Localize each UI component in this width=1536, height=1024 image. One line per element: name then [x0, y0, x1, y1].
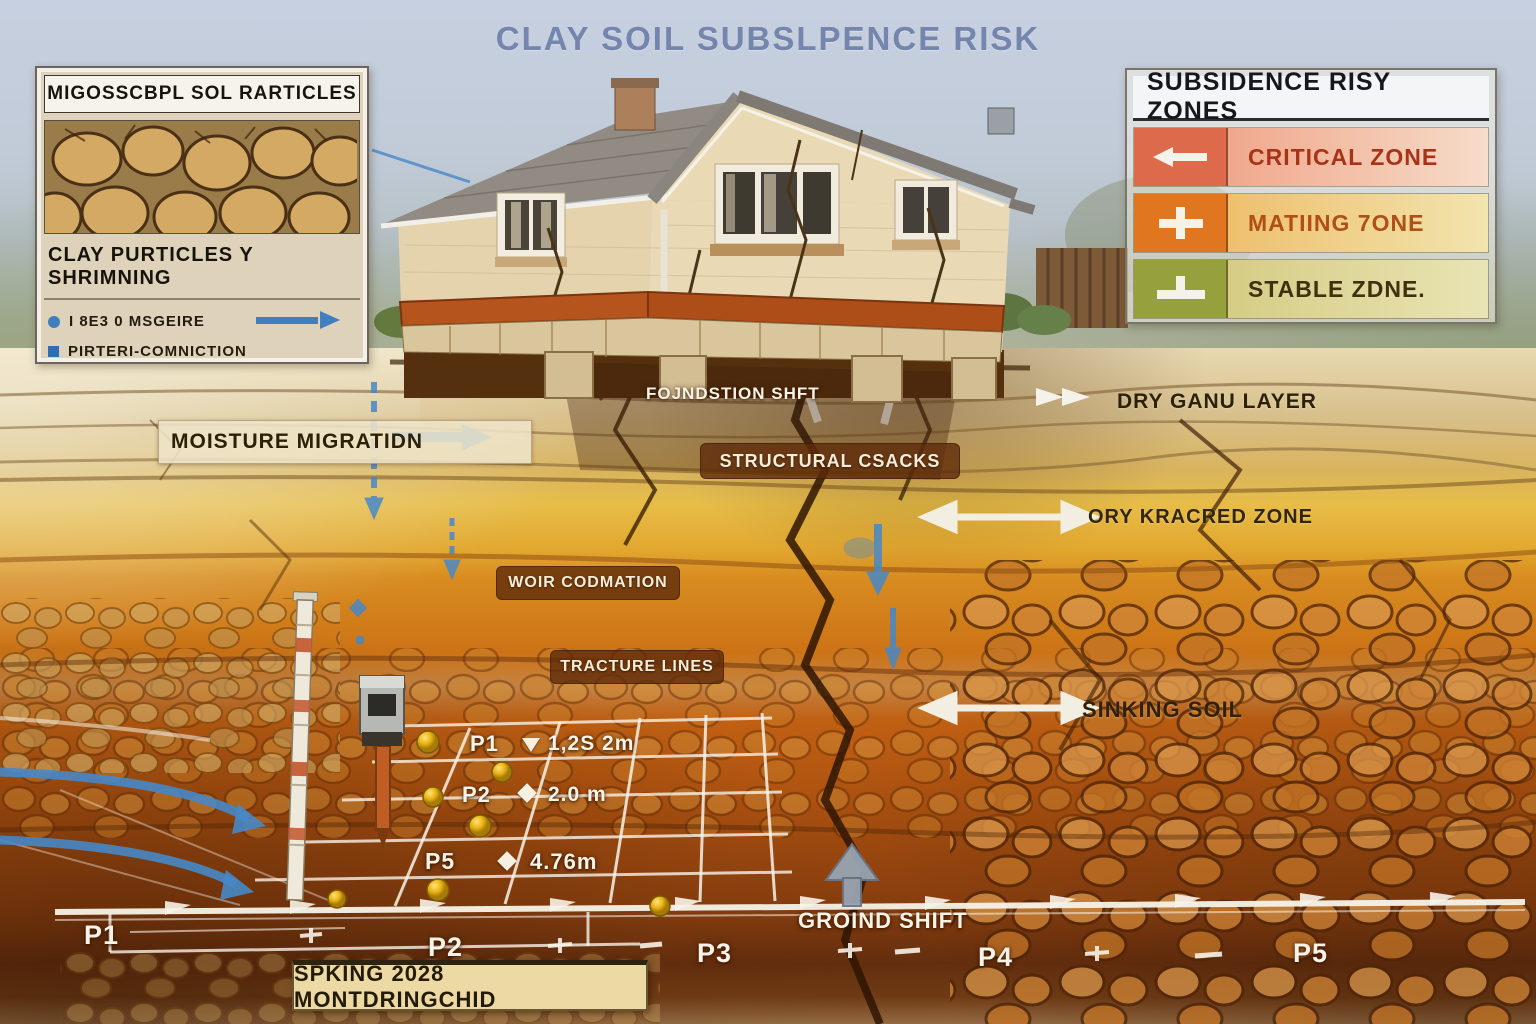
axis-label-p5: P5: [1293, 938, 1329, 968]
point-p2-id: P2: [462, 782, 491, 807]
house-windows: [495, 163, 960, 267]
blue-right-arrow-icon: [256, 311, 340, 329]
moisture-migration-strip: MOISTURE MIGRATIDN: [158, 420, 532, 464]
legend-label: CRITICAL ZONE: [1228, 128, 1488, 186]
axis-label-p1: P1: [84, 920, 120, 950]
dry-cracked-zone-label: ORY KRACRED ZONE: [1088, 506, 1313, 528]
blue-dot-icon: [48, 315, 60, 328]
axis-label-p3: P3: [697, 938, 733, 968]
clay-shrinking-heading: CLAY PURTICLES Y SHRIMNING: [44, 240, 360, 300]
point-p2-value: 2.0 m: [548, 783, 607, 806]
particles-panel-notes: CLAY PURTICLES Y SHRIMNING I 8E3 0 MSGEI…: [44, 240, 360, 360]
monitoring-grid-sign: SPKING 2028 MONTDRINGCHID: [292, 960, 648, 1012]
bullet-particle-compaction: PIRTERI-COMNICTION: [48, 343, 358, 360]
risk-zones-legend: SUBSIDENCE RISY ZONES CRITICAL ZONE MATI…: [1125, 68, 1497, 324]
legend-row-stable: STABLE ZDNE.: [1133, 259, 1489, 319]
point-p5-id: P5: [425, 848, 456, 874]
critical-swatch: [1134, 128, 1228, 186]
legend-row-critical: CRITICAL ZONE: [1133, 127, 1489, 187]
soil-rock-textures: [0, 348, 1536, 1024]
dry-cracked-double-arrow-icon: [917, 499, 1101, 535]
arrow-left-icon: [1153, 147, 1207, 167]
moisture-migration-label: MOISTURE MIGRATIDN: [171, 430, 424, 453]
point-p1-id: P1: [470, 731, 499, 756]
point-p1-value: 1,2S 2m: [548, 732, 635, 755]
ground-shift-arrow-icon: [824, 842, 880, 907]
sinking-double-arrow-icon: [917, 690, 1101, 726]
particles-graphic: [45, 121, 359, 233]
foundation-piers: [544, 351, 997, 403]
infiltration-down-arrows: [348, 382, 902, 671]
ruler-arrow-ticks: [165, 892, 1456, 915]
dry-clay-chevron-icon: [1036, 388, 1090, 406]
lateral-flow-arrows: [0, 767, 251, 888]
blue-square-icon: [48, 346, 59, 357]
warning-swatch: [1134, 194, 1228, 252]
soil-particles-panel: MIGOSSCBPL SOL RARTICLES CLAY PURTICLES …: [35, 66, 369, 364]
measuring-rod: [285, 591, 319, 901]
monitoring-grid-lines: [0, 712, 1526, 961]
plus-icon: [1159, 207, 1203, 239]
soil-particles-image: [44, 120, 360, 234]
monitoring-device: [359, 675, 405, 848]
particles-panel-header: MIGOSSCBPL SOL RARTICLES: [44, 75, 360, 113]
legend-row-warning: MATIING 7ONE: [1133, 193, 1489, 253]
page-title: CLAY SOIL SUBSLPENCE RISK: [495, 20, 1041, 57]
panel-pointer-line: [371, 148, 471, 184]
dry-clay-layer-label: DRY GANU LAYER: [1117, 390, 1317, 413]
bullet-less-moisture: I 8E3 0 MSGEIRE: [48, 311, 358, 330]
foundation-shift-label: FOJNDSTION SHFT: [646, 384, 820, 403]
fracture-lines-label: TRACTURE LINES: [550, 650, 724, 684]
plus-icon: [1157, 276, 1205, 299]
axis-label-p4: P4: [978, 942, 1014, 972]
legend-label: MATIING 7ONE: [1228, 194, 1488, 252]
ground-shift-label: GROIND SHIFT: [798, 908, 968, 933]
bullet-label: I 8E3 0 MSGEIRE: [69, 313, 205, 330]
point-p5-value: 4.76m: [530, 849, 598, 874]
survey-markers: [327, 730, 671, 917]
house-illustration: [380, 78, 1036, 480]
bullet-label: PIRTERI-COMNICTION: [68, 343, 247, 360]
legend-label: STABLE ZDNE.: [1228, 260, 1488, 318]
structural-cracks-label: STRUCTURAL CSACKS: [700, 443, 960, 479]
stable-swatch: [1134, 260, 1228, 318]
sinking-soil-label: SINKING SOIL: [1082, 697, 1244, 722]
void-formation-label: WOIR CODMATION: [496, 566, 680, 600]
axis-label-p2: P2: [428, 932, 464, 962]
triangle-down-icon: [522, 738, 540, 752]
legend-header: SUBSIDENCE RISY ZONES: [1133, 68, 1489, 125]
